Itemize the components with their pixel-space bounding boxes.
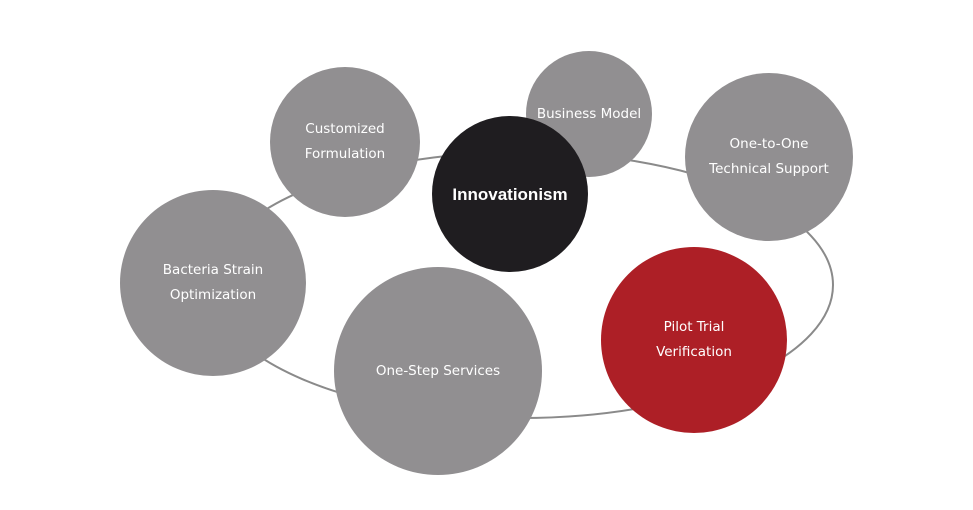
node-one-step-services: One-Step Services xyxy=(334,267,542,475)
node-innovationism: Innovationism xyxy=(432,116,588,272)
